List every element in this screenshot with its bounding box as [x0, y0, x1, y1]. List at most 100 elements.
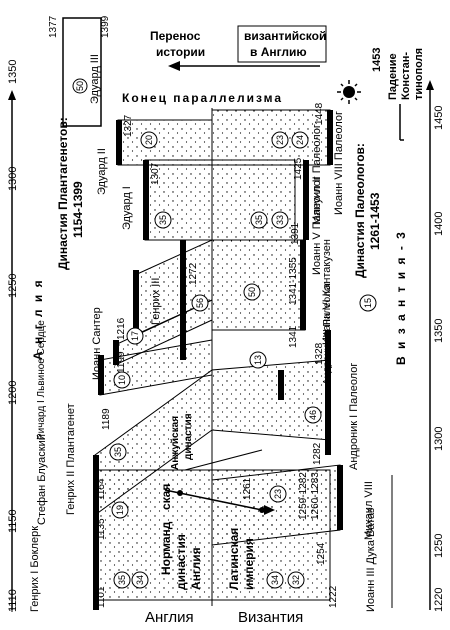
yr-1391: 1391 [290, 222, 301, 245]
dur-henry-i-a: 35 [117, 575, 127, 585]
dur-john-iii-a: 34 [270, 575, 280, 585]
edward-iii-box: 1377 1399 50 Эдуард III [48, 15, 111, 127]
dur-andronikos-iii: 13 [253, 355, 263, 365]
duration-labels: 35 34 19 35 10 17 56 35 20 34 32 23 46 1… [113, 135, 373, 585]
yr-1254: 1254 [316, 542, 327, 565]
transfer-label-1b: византийской [244, 29, 326, 43]
yr-1341-1355: 1341-1355 [288, 257, 299, 305]
name-stephen: Стефан Блуаский [36, 434, 48, 525]
yr-1259-1282: 1259-1282 [298, 472, 309, 520]
dur-stephen: 19 [115, 505, 125, 515]
dur-john-vi: 15 [363, 298, 373, 308]
palaeologi-2: 1261-1453 [368, 192, 382, 250]
norman-3: династия [174, 534, 188, 590]
yr-1261: 1261 [242, 477, 253, 500]
name-john-v: Иоанн V Палео-лог [311, 176, 323, 275]
year-1377: 1377 [48, 15, 59, 38]
dur-edward-ii: 20 [144, 135, 154, 145]
name-andronikos-i: Андроник I Палеолог [348, 363, 360, 470]
tick-1250: 1250 [7, 274, 19, 298]
ruler-names: Генрих I Боклерк Стефан Блуаский Генрих … [29, 111, 377, 612]
right-axis-ticks: 1220 1250 1300 1350 1400 1450 [433, 106, 445, 612]
yr-1216: 1216 [116, 317, 127, 340]
name-john: Иоанн Сантер [91, 307, 103, 380]
yr-1189: 1189 [101, 408, 112, 430]
byzantium-bottom: Византия [238, 609, 303, 626]
label-edward-iii: Эдуард III [89, 54, 101, 104]
fall-line-3: тинополя [413, 48, 425, 100]
dur-michael-viii: 23 [273, 489, 283, 499]
yr-1448: 1448 [314, 102, 325, 125]
name-manuel-ii: Мануил II Палеолог [311, 124, 323, 225]
palaeologi-1: Династия Палеологов: [353, 143, 367, 278]
latin-2: империя [242, 538, 256, 590]
tick-1350: 1350 [433, 319, 445, 343]
yr-1260-1283: 1260-1283 [310, 472, 321, 520]
end-of-parallelism: Конец параллелизма [122, 91, 283, 105]
yr-1101: 1101 [96, 586, 107, 608]
yr-1272: 1272 [188, 262, 199, 285]
left-time-axis [8, 90, 16, 612]
dur-john-viii-a: 23 [275, 135, 285, 145]
england-bottom: Англия [145, 609, 194, 626]
name-michael-viii: Михаил VIII [363, 481, 375, 540]
tick-1110: 1110 [7, 589, 19, 612]
panels [94, 109, 341, 601]
tick-1300: 1300 [7, 167, 19, 191]
plantagenets-2: 1154-1399 [71, 181, 85, 238]
dur-john-viii-b: 24 [295, 135, 305, 145]
transfer-label-1: Перенос [150, 29, 201, 43]
fall-line-1: Падение [387, 53, 399, 100]
tick-1400: 1400 [433, 212, 445, 236]
dynasty-arrows [164, 449, 393, 608]
byzantium-vertical: В и з а н т и я - 3 [394, 230, 408, 365]
england-vertical: А н г л и я [31, 278, 45, 360]
dur-manuel-a: 35 [254, 215, 264, 225]
norman-1: Норманд [159, 521, 173, 575]
duration-50-edward-iii: 50 [75, 81, 85, 91]
tick-1350: 1350 [7, 60, 19, 84]
dur-henry-ii: 35 [113, 447, 123, 457]
dur-henry-i-b: 34 [135, 575, 145, 585]
tick-1300: 1300 [433, 427, 445, 451]
tick-1200: 1200 [7, 381, 19, 405]
tick-1450: 1450 [433, 106, 445, 130]
name-edward-ii: Эдуард II [96, 148, 108, 195]
name-henry-iii: Генрих III [150, 278, 162, 325]
yr-1199: 1199 [116, 351, 127, 373]
fall-year: 1453 [371, 48, 383, 72]
name-andronikos-iii: Андроник III Палеолог [322, 281, 333, 385]
right-time-axis [426, 80, 434, 610]
angevin-2: династия [183, 413, 194, 460]
dur-john-iii-b: 32 [291, 575, 301, 585]
name-henry-ii: Генрих II Плантагенет [65, 403, 77, 515]
dur-edward-i: 35 [158, 215, 168, 225]
norman-2: ская [159, 484, 173, 510]
year-1399: 1399 [100, 15, 111, 38]
dur-richard: 10 [117, 375, 127, 385]
latin-1: Латинская [227, 528, 241, 590]
yr-1222: 1222 [328, 585, 339, 608]
name-richard: Ричард I Львиное Сердце [36, 320, 47, 440]
duration-circles [109, 131, 377, 589]
dur-john-v: 50 [247, 287, 257, 297]
sun-icon [337, 80, 361, 104]
plantagenets-1: Династия Плантагенетов: [56, 117, 70, 270]
left-axis-ticks: 1110 1150 1200 1250 1300 1350 [7, 60, 19, 612]
yr-1135: 1135 [96, 518, 107, 540]
dynasty-labels: Династия Плантагенетов: 1154-1399 Династ… [56, 117, 382, 590]
transfer-label-2b: в Англию [250, 45, 307, 59]
name-john-iii: Иоанн III Дука Ватаз [365, 508, 377, 612]
norman-4: Англия [189, 547, 203, 590]
dur-manuel-b: 33 [275, 215, 285, 225]
yr-1425: 1425 [293, 157, 304, 180]
name-john-vi: Иоанн VI Кантакузен [321, 239, 333, 345]
yr-1341: 1341 [288, 325, 299, 348]
dur-andronikos-i: 46 [308, 410, 318, 420]
name-edward-i: Эдуард I [121, 186, 133, 230]
reign-bars [93, 110, 343, 610]
tick-1220: 1220 [433, 588, 445, 612]
fall-line-2: Констан- [400, 52, 412, 100]
tick-1250: 1250 [433, 534, 445, 558]
